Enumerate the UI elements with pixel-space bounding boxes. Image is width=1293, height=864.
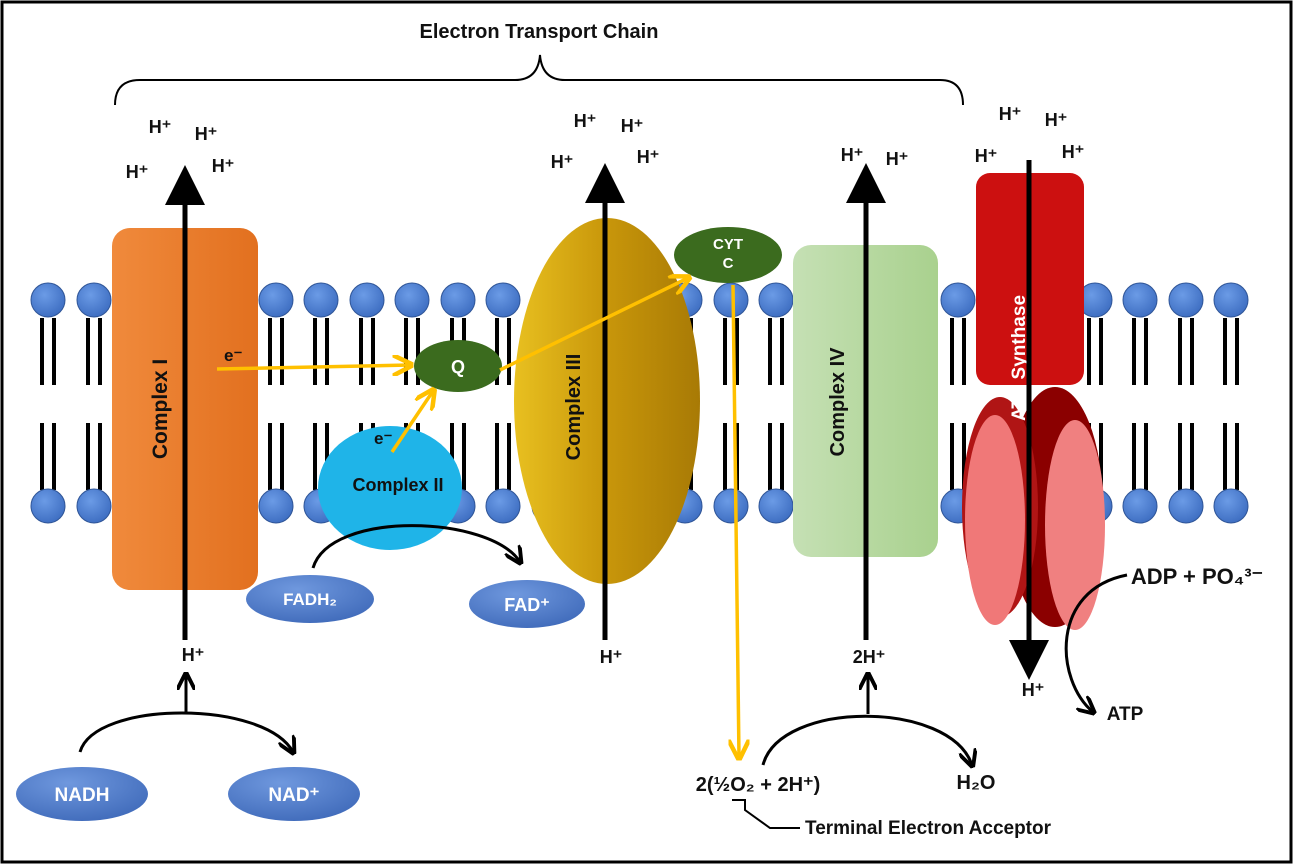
lipid-head — [30, 488, 66, 524]
fadh2-reaction-arrow — [311, 524, 520, 569]
ubiquinone-q — [414, 340, 502, 392]
proton-c1-2: H⁺ — [195, 124, 218, 144]
lipid-head — [303, 282, 339, 318]
proton-c4-1: H⁺ — [841, 145, 864, 165]
cyt-c-label-line1: CYT — [713, 236, 743, 253]
proton-c1-4: H⁺ — [212, 156, 235, 176]
lipid-head — [258, 488, 294, 524]
proton-labels: H⁺ H⁺ H⁺ H⁺ H⁺ H⁺ H⁺ H⁺ H⁺ H⁺ H⁺ H⁺ 2H⁺ … — [126, 104, 1085, 700]
fad-plus-oval — [469, 580, 585, 628]
proton-atp-4: H⁺ — [1062, 142, 1085, 162]
complex-2-body — [318, 426, 462, 550]
proton-c1-matrix: H⁺ — [182, 645, 205, 665]
complex-2-label: Complex II — [352, 475, 443, 495]
electron-arrow-q-cytc — [499, 278, 688, 372]
lipid-head — [30, 282, 66, 318]
atp-synthase-label: ATP Synthase — [1009, 295, 1030, 421]
lipid-head — [758, 282, 794, 318]
electron-label-1: e⁻ — [224, 346, 242, 365]
atp-synthase-subunit-left — [965, 415, 1025, 625]
proton-c3-3: H⁺ — [551, 152, 574, 172]
proton-atp-2: H⁺ — [1045, 110, 1068, 130]
electron-arrow-cytc-o2 — [733, 284, 739, 757]
lipid-head — [76, 282, 112, 318]
proton-c3-matrix: H⁺ — [600, 647, 623, 667]
proton-atp-matrix: H⁺ — [1022, 680, 1045, 700]
proton-c3-4: H⁺ — [637, 147, 660, 167]
lipid-head — [485, 282, 521, 318]
lipid-head — [1213, 488, 1249, 524]
lipid-head — [1168, 282, 1204, 318]
atp-synthase: ATP Synthase — [962, 173, 1105, 630]
lipid-head — [1168, 488, 1204, 524]
lipid-head — [76, 488, 112, 524]
atp-label: ATP — [1107, 704, 1144, 725]
lipid-head — [349, 282, 385, 318]
nadh-label: NADH — [55, 785, 110, 806]
proton-atp-1: H⁺ — [999, 104, 1022, 124]
cytochrome-c — [674, 227, 782, 283]
terminal-acceptor-label: Terminal Electron Acceptor — [805, 818, 1052, 839]
proton-c4-2: H⁺ — [886, 149, 909, 169]
electron-arrow-c1-q — [216, 365, 410, 369]
adp-po4-label: ADP + PO₄³⁻ — [1131, 564, 1263, 589]
nad-plus-label: NAD⁺ — [268, 785, 319, 806]
lipid-head — [394, 282, 430, 318]
etc-brace — [114, 54, 964, 106]
lipid-head — [485, 488, 521, 524]
oxygen-reaction-label: 2(½O₂ + 2H⁺) — [696, 774, 820, 796]
electron-label-2: e⁻ — [374, 429, 392, 448]
lipid-head — [258, 282, 294, 318]
water-reaction-arrow — [761, 714, 972, 765]
nadh-oval — [16, 767, 148, 821]
atp-synthase-subunit-right — [1045, 420, 1105, 630]
nadh-reaction-arrow — [78, 711, 293, 752]
proton-c3-2: H⁺ — [621, 116, 644, 136]
fad-plus-label: FAD⁺ — [504, 595, 550, 615]
lipid-head — [1213, 282, 1249, 318]
fadh2-oval — [246, 575, 374, 623]
fadh2-label: FADH₂ — [283, 590, 337, 609]
proton-atp-3: H⁺ — [975, 146, 998, 166]
nad-plus-oval — [228, 767, 360, 821]
complex-3-label: Complex III — [563, 354, 585, 461]
lipid-head — [713, 488, 749, 524]
water-label: H₂O — [957, 772, 996, 794]
q-label: Q — [451, 357, 465, 377]
proton-c1-1: H⁺ — [149, 117, 172, 137]
proton-c1-3: H⁺ — [126, 162, 149, 182]
proton-c4-matrix: 2H⁺ — [853, 647, 886, 667]
lipid-head — [940, 282, 976, 318]
proton-c3-1: H⁺ — [574, 111, 597, 131]
complex-1-label: Complex I — [149, 359, 172, 459]
lipid-head — [758, 488, 794, 524]
lipid-head — [440, 282, 476, 318]
lipid-head — [1122, 488, 1158, 524]
cyt-c-label-line2: C — [723, 255, 734, 272]
terminal-acceptor-leader — [732, 799, 800, 829]
diagram-title: Electron Transport Chain — [420, 21, 659, 43]
electron-arrow-c2-q — [390, 391, 433, 453]
complex-4-label: Complex IV — [827, 347, 849, 457]
lipid-head — [713, 282, 749, 318]
lipid-head — [1122, 282, 1158, 318]
atp-reaction-arrow — [1064, 573, 1128, 712]
